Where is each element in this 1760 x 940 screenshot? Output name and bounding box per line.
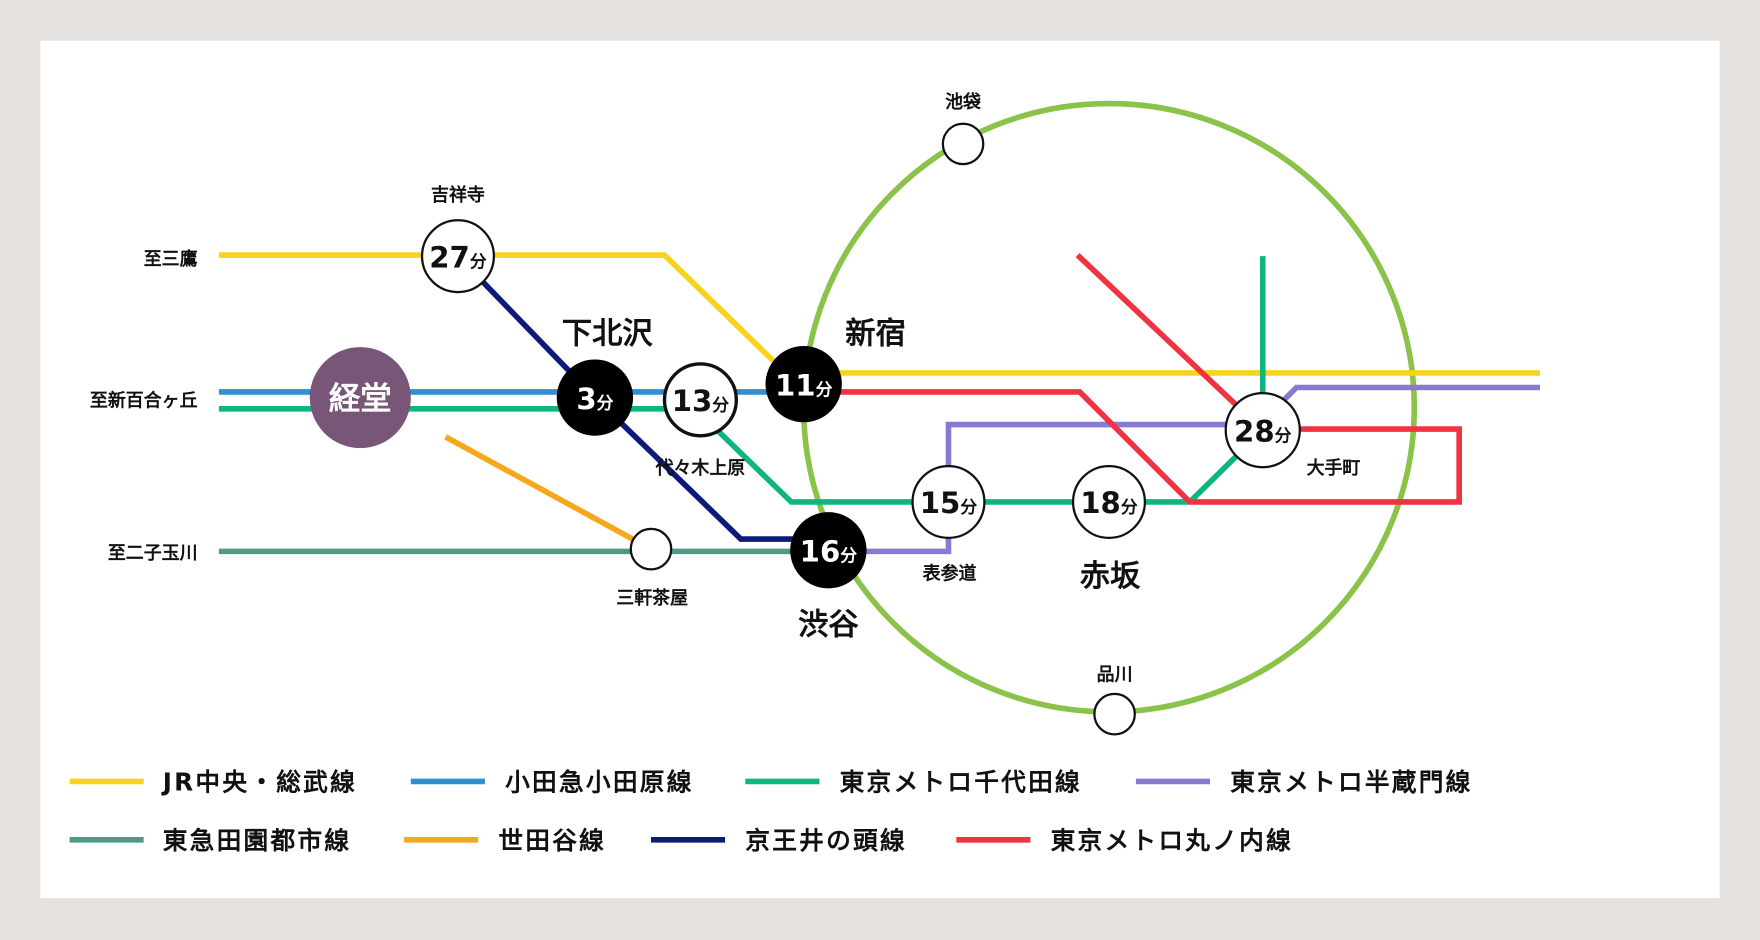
legend-item-inokashira: 京王井の頭線 [651, 826, 907, 855]
time-unit: 分 [840, 545, 857, 565]
marunouchi-line-branch [1075, 253, 1265, 433]
legend-item-hanzomon: 東京メトロ半蔵門線 [1135, 767, 1472, 796]
hanzomon-line-east [1277, 384, 1540, 407]
label-shinagawa: 品川 [1097, 664, 1133, 685]
station-ikebukuro[interactable] [941, 122, 985, 166]
time-value: 3 [576, 382, 596, 416]
station-akasaka[interactable]: 18分 [1071, 464, 1147, 540]
label-otemachi: 大手町 [1307, 457, 1361, 479]
legend-item-chiyoda: 東京メトロ千代田線 [745, 767, 1082, 796]
legend-label: 東急田園都市線 [163, 826, 352, 855]
label-shimokitazawa: 下北沢 [562, 317, 654, 352]
setagaya-line [444, 434, 653, 552]
time-unit: 分 [597, 393, 614, 413]
dest-shinyurigaoka: 至新百合ヶ丘 [90, 390, 198, 412]
svg-text:11分: 11分 [775, 368, 833, 402]
legend-item-denentoshi: 東急田園都市線 [69, 826, 352, 855]
station-shinagawa[interactable] [1093, 692, 1136, 736]
inokashira-line [455, 254, 829, 542]
dest-mitaka: 至三鷹 [144, 248, 198, 270]
svg-text:28分: 28分 [1234, 414, 1292, 448]
time-value: 16 [800, 534, 841, 568]
time-unit: 分 [712, 395, 729, 415]
label-yoyogiuehara: 代々木上原 [655, 457, 746, 479]
legend-item-jr-chuo-sobu: JR中央・総武線 [69, 767, 357, 796]
label-akasaka: 赤坂 [1080, 559, 1141, 594]
svg-text:3分: 3分 [576, 382, 613, 416]
time-unit: 分 [1121, 497, 1138, 517]
svg-text:15分: 15分 [920, 486, 978, 520]
map-panel [40, 40, 1720, 899]
time-value: 18 [1080, 486, 1121, 520]
label-sangenjaya: 三軒茶屋 [616, 587, 688, 609]
legend-item-marunouchi: 東京メトロ丸ノ内線 [956, 826, 1293, 855]
time-value: 15 [920, 486, 961, 520]
legend-label: 小田急小田原線 [505, 767, 694, 796]
time-value: 27 [429, 240, 470, 274]
svg-text:18分: 18分 [1080, 486, 1138, 520]
legend-label: 世田谷線 [498, 826, 606, 855]
svg-text:13分: 13分 [672, 384, 730, 418]
legend-item-setagaya: 世田谷線 [404, 826, 606, 855]
time-unit: 分 [816, 379, 833, 399]
legend: JR中央・総武線 小田急小田原線 東京メトロ千代田線 東京メトロ半蔵門線 東急田… [69, 767, 1472, 855]
label-ikebukuro: 池袋 [945, 91, 982, 113]
time-unit: 分 [960, 497, 977, 517]
legend-item-odakyu: 小田急小田原線 [410, 767, 694, 796]
home-station-name: 経堂 [329, 381, 392, 417]
station-sangenjaya[interactable] [629, 527, 673, 571]
time-unit: 分 [1275, 425, 1292, 445]
svg-text:27分: 27分 [429, 240, 487, 274]
station-shimokitazawa[interactable]: 3分 [556, 359, 634, 436]
time-value: 13 [672, 384, 713, 418]
dest-futakotamagawa: 至二子玉川 [108, 543, 198, 564]
home-station-marker[interactable] [309, 347, 411, 449]
legend-label: 東京メトロ千代田線 [840, 767, 1082, 796]
marunouchi-line [803, 389, 1462, 505]
station-shibuya[interactable]: 16分 [790, 512, 867, 589]
station-kichijoji[interactable]: 27分 [420, 219, 495, 294]
label-shibuya: 渋谷 [798, 607, 859, 642]
legend-label: 東京メトロ丸ノ内線 [1051, 826, 1293, 855]
time-value: 28 [1234, 414, 1275, 448]
svg-text:16分: 16分 [800, 534, 858, 568]
label-omotesando: 表参道 [923, 562, 977, 584]
legend-label: 東京メトロ半蔵門線 [1230, 767, 1472, 796]
station-otemachi[interactable]: 28分 [1224, 391, 1301, 469]
station-shinjuku[interactable]: 11分 [765, 345, 842, 423]
legend-label: 京王井の頭線 [745, 826, 907, 855]
time-unit: 分 [470, 251, 487, 271]
time-value: 11 [775, 368, 816, 402]
legend-label: JR中央・総武線 [161, 767, 357, 796]
station-yoyogiuehara[interactable]: 13分 [662, 362, 739, 438]
label-shinjuku: 新宿 [845, 317, 906, 352]
station-omotesando[interactable]: 15分 [911, 464, 986, 540]
label-kichijoji: 吉祥寺 [431, 184, 485, 206]
